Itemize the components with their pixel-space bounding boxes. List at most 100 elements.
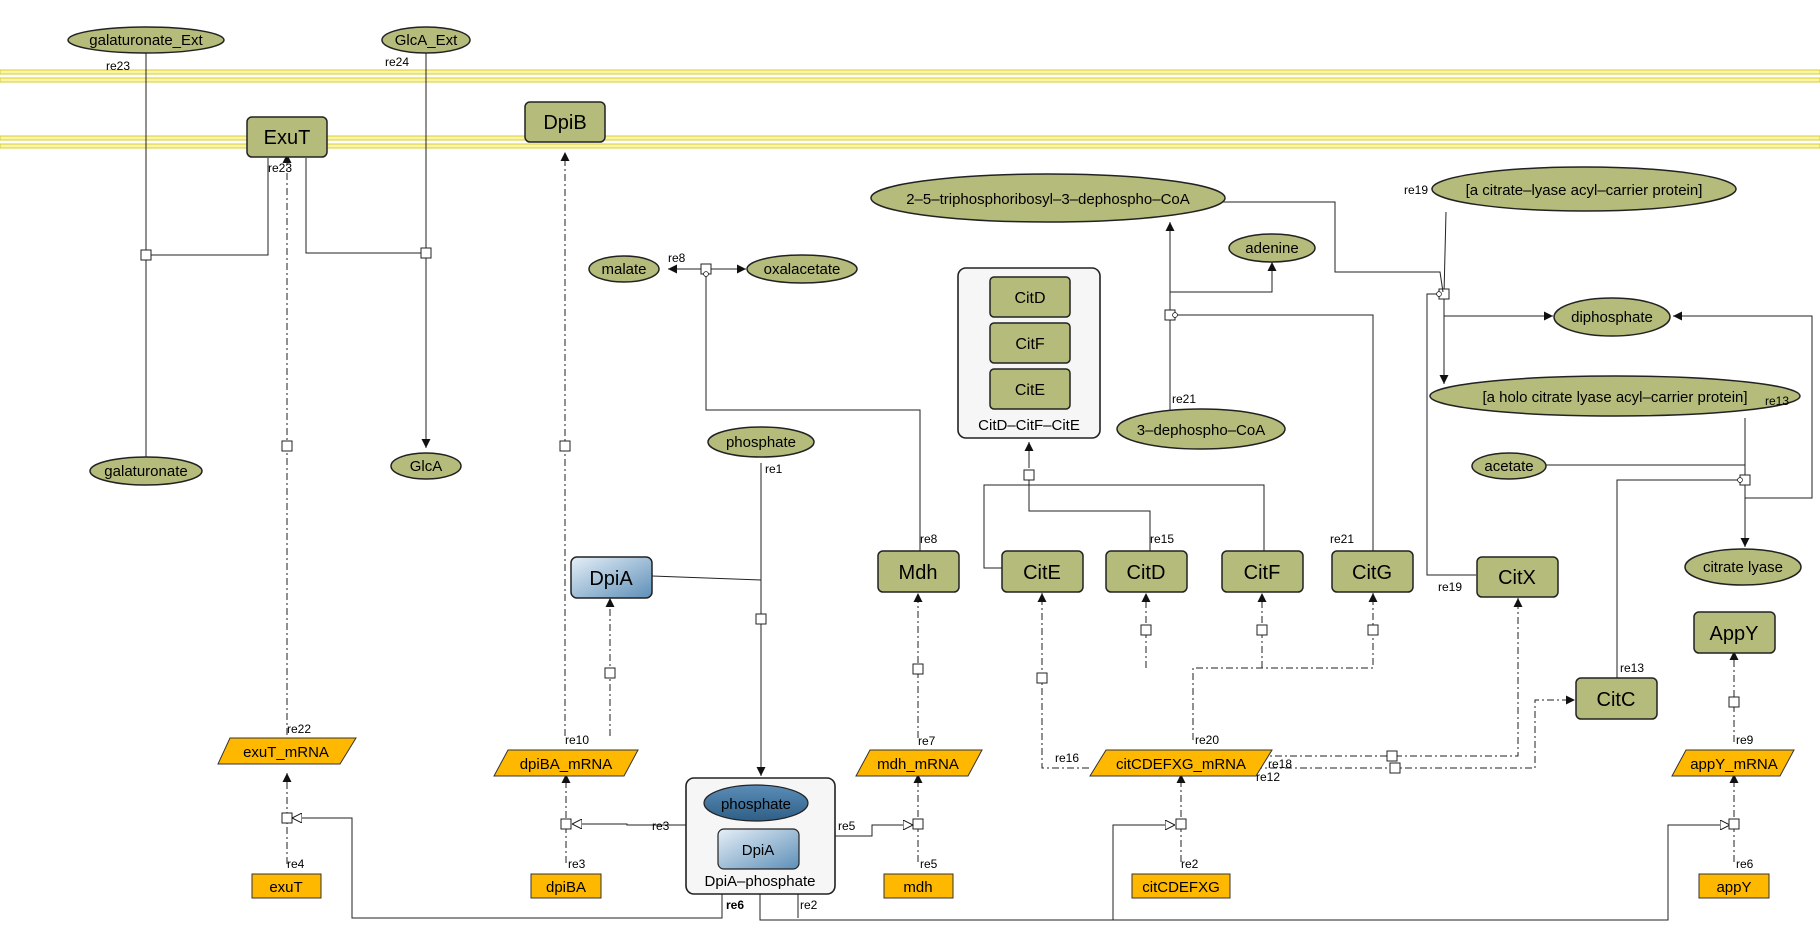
protein-label: CitD bbox=[1127, 562, 1166, 584]
species-label: [a holo citrate lyase acyl–carrier prote… bbox=[1482, 389, 1747, 406]
reaction-label-re23: re23 bbox=[106, 59, 130, 73]
gene-label: mdh bbox=[903, 879, 932, 896]
complex-label: DpiA–phosphate bbox=[705, 873, 816, 890]
gene-label: appY bbox=[1716, 879, 1751, 896]
species-oxalacetate[interactable]: oxalacetate bbox=[746, 254, 858, 284]
protein-exut[interactable]: ExuT bbox=[246, 116, 328, 158]
gene-label: citCDEFXG bbox=[1142, 879, 1220, 896]
species-label: 3–dephospho–CoA bbox=[1137, 422, 1265, 439]
gene-label: dpiBA bbox=[546, 879, 586, 896]
reaction-label-re7: re7 bbox=[918, 734, 936, 748]
gene-dpiba[interactable]: dpiBA bbox=[530, 873, 602, 899]
species-label: acetate bbox=[1484, 458, 1533, 475]
gene-appy[interactable]: appY bbox=[1698, 873, 1770, 899]
species-adenine[interactable]: adenine bbox=[1228, 233, 1316, 263]
protein-citx[interactable]: CitX bbox=[1476, 556, 1559, 598]
gene-label: exuT bbox=[269, 879, 302, 896]
member-label: phosphate bbox=[721, 796, 791, 813]
complex-member-citf[interactable]: CitF bbox=[989, 322, 1071, 364]
reaction-edges bbox=[140, 52, 1813, 921]
protein-dpib[interactable]: DpiB bbox=[524, 101, 606, 143]
species-label: adenine bbox=[1245, 240, 1298, 257]
species-label: galaturonate_Ext bbox=[89, 32, 203, 49]
species-label: phosphate bbox=[726, 434, 796, 451]
protein-label: Mdh bbox=[899, 562, 938, 584]
protein-appy[interactable]: AppY bbox=[1693, 611, 1776, 654]
gene-exut[interactable]: exuT bbox=[251, 873, 322, 899]
reaction-label-re10: re10 bbox=[565, 733, 589, 747]
complex-member-dpia[interactable]: DpiA bbox=[717, 828, 800, 870]
mrna-appy[interactable]: appY_mRNA bbox=[1671, 749, 1795, 777]
gene-mdh[interactable]: mdh bbox=[883, 873, 954, 899]
reaction-label-re3-complex: re3 bbox=[652, 819, 670, 833]
protein-label: CitC bbox=[1597, 689, 1636, 711]
species-citrate-lyase-acyl-carrier-protein[interactable]: [a citrate–lyase acyl–carrier protein] bbox=[1431, 166, 1737, 212]
mrna-exut[interactable]: exuT_mRNA bbox=[217, 737, 357, 765]
gene-citcdefxg[interactable]: citCDEFXG bbox=[1131, 873, 1231, 899]
mrna-dpiba[interactable]: dpiBA_mRNA bbox=[493, 749, 639, 777]
protein-label: CitG bbox=[1352, 562, 1392, 584]
reaction-label-re22: re22 bbox=[287, 722, 311, 736]
mrna-label: mdh_mRNA bbox=[877, 756, 959, 773]
species-triphosphoribosyl-dephospho-coa[interactable]: 2–5–triphosphoribosyl–3–dephospho–CoA bbox=[870, 173, 1226, 223]
protein-citg[interactable]: CitG bbox=[1331, 550, 1414, 593]
reaction-label-re5: re5 bbox=[920, 857, 938, 871]
species-acetate[interactable]: acetate bbox=[1471, 452, 1547, 480]
member-label: CitF bbox=[1015, 336, 1045, 353]
species-malate[interactable]: malate bbox=[588, 255, 660, 283]
protein-label: CitE bbox=[1023, 562, 1061, 584]
species-label: diphosphate bbox=[1571, 309, 1653, 326]
species-galaturonate-ext[interactable]: galaturonate_Ext bbox=[67, 26, 225, 54]
reaction-label-re13: re13 bbox=[1765, 394, 1789, 408]
protein-citf[interactable]: CitF bbox=[1221, 550, 1304, 593]
complex-member-cite[interactable]: CitE bbox=[989, 368, 1071, 410]
species-label: 2–5–triphosphoribosyl–3–dephospho–CoA bbox=[906, 191, 1190, 208]
reaction-label-re2: re2 bbox=[1181, 857, 1199, 871]
species-phosphate[interactable]: phosphate bbox=[707, 426, 815, 458]
reaction-label-re24: re24 bbox=[385, 55, 409, 69]
species-label: GlcA_Ext bbox=[395, 32, 458, 49]
mrna-label: citCDEFXG_mRNA bbox=[1116, 756, 1246, 773]
protein-cite[interactable]: CitE bbox=[1001, 550, 1084, 593]
reaction-label-re8: re8 bbox=[668, 251, 686, 265]
complex-member-citd[interactable]: CitD bbox=[989, 276, 1071, 318]
species-glca[interactable]: GlcA bbox=[390, 452, 462, 480]
protein-label: CitX bbox=[1498, 567, 1536, 589]
reaction-label-re1: re1 bbox=[765, 462, 783, 476]
protein-mdh[interactable]: Mdh bbox=[877, 550, 960, 593]
complex-citd-citf-cite[interactable]: CitD CitF CitE CitD–CitF–CitE bbox=[957, 267, 1101, 439]
reaction-label-re3: re3 bbox=[568, 857, 586, 871]
reaction-label-re4: re4 bbox=[287, 857, 305, 871]
reaction-label-re19-citx: re19 bbox=[1438, 580, 1462, 594]
reaction-label-re19: re19 bbox=[1404, 183, 1428, 197]
mrna-label: dpiBA_mRNA bbox=[520, 756, 613, 773]
species-holo-citrate-lyase-acyl-carrier-protein[interactable]: [a holo citrate lyase acyl–carrier prote… bbox=[1429, 375, 1801, 417]
complex-member-phosphate[interactable]: phosphate bbox=[703, 784, 809, 822]
protein-citd[interactable]: CitD bbox=[1105, 550, 1188, 593]
protein-citc[interactable]: CitC bbox=[1575, 677, 1658, 720]
reaction-label-re9: re9 bbox=[1736, 733, 1754, 747]
species-citrate-lyase[interactable]: citrate lyase bbox=[1684, 548, 1802, 586]
species-label: malate bbox=[601, 261, 646, 278]
mrna-citcdefxg[interactable]: citCDEFXG_mRNA bbox=[1089, 749, 1273, 777]
protein-dpia[interactable]: DpiA bbox=[570, 556, 653, 599]
mrna-mdh[interactable]: mdh_mRNA bbox=[855, 749, 983, 777]
protein-label: CitF bbox=[1244, 562, 1281, 584]
species-label: oxalacetate bbox=[764, 261, 841, 278]
species-galaturonate[interactable]: galaturonate bbox=[89, 456, 203, 486]
protein-label: ExuT bbox=[264, 127, 311, 149]
species-glca-ext[interactable]: GlcA_Ext bbox=[381, 26, 471, 54]
reaction-label-re13-citc: re13 bbox=[1620, 661, 1644, 675]
mrna-label: appY_mRNA bbox=[1690, 756, 1778, 773]
inner-membrane bbox=[0, 135, 1820, 149]
reaction-label-re6-bottom: re6 bbox=[726, 898, 744, 912]
reaction-label-re16: re16 bbox=[1055, 751, 1079, 765]
species-dephospho-coa[interactable]: 3–dephospho–CoA bbox=[1116, 408, 1286, 450]
complex-dpia-phosphate[interactable]: phosphate DpiA DpiA–phosphate bbox=[685, 777, 836, 895]
reaction-label-re18: re18 bbox=[1268, 757, 1292, 771]
outer-membrane bbox=[0, 69, 1820, 83]
member-label: CitE bbox=[1015, 382, 1045, 399]
species-diphosphate[interactable]: diphosphate bbox=[1553, 297, 1671, 337]
protein-label: DpiB bbox=[543, 112, 586, 134]
